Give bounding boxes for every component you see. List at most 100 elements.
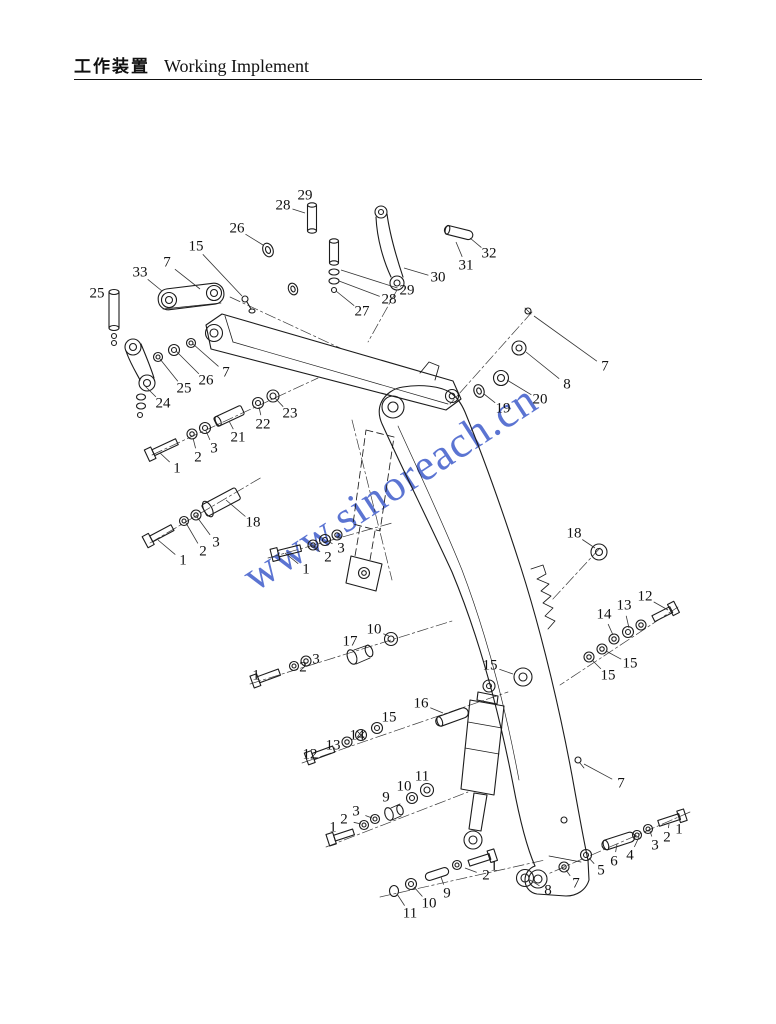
part-callout-3: 3: [212, 534, 220, 551]
part-callout-11: 11: [414, 768, 430, 785]
grease-fitting-15: [241, 295, 256, 314]
phantom-cylinder: [352, 429, 395, 561]
washer-row-left: [152, 337, 197, 363]
part-callout-3: 3: [337, 540, 345, 557]
part-callout-31: 31: [458, 257, 474, 274]
part-callout-3: 3: [210, 440, 218, 457]
part-callout-1: 1: [252, 667, 260, 684]
part-callout-1: 1: [302, 561, 310, 578]
ring-26: [262, 242, 274, 258]
part-callout-20: 20: [532, 391, 548, 408]
part-callout-15: 15: [600, 667, 616, 684]
title-divider: [74, 79, 702, 80]
part-callout-3: 3: [312, 651, 320, 668]
part-callout-2: 2: [194, 449, 202, 466]
part-callout-7: 7: [163, 254, 171, 271]
part-callout-10: 10: [421, 895, 437, 912]
part-callout-5: 5: [597, 862, 605, 879]
page-title-zh: 工作装置: [74, 57, 150, 77]
part-callout-14: 14: [596, 606, 612, 623]
washer-18: [590, 543, 608, 561]
part-callout-6: 6: [610, 853, 618, 870]
cylinder-bracket: [345, 555, 383, 592]
ring-20: [492, 369, 510, 387]
part-callout-9: 9: [382, 789, 390, 806]
part-callout-18: 18: [566, 525, 582, 542]
part-callout-10: 10: [396, 778, 412, 795]
part-callout-21: 21: [230, 429, 246, 446]
part-callout-13: 13: [325, 737, 341, 754]
part-callout-2: 2: [299, 659, 307, 676]
part-callout-7: 7: [617, 775, 625, 792]
bolt-group-b: [141, 487, 241, 549]
part-callout-23: 23: [282, 405, 298, 422]
part-callout-2: 2: [482, 867, 490, 884]
pin-top: [306, 202, 318, 234]
ring-mid-top: [287, 282, 299, 296]
part-callout-2: 2: [340, 811, 348, 828]
part-callout-15: 15: [188, 238, 204, 255]
side-link-24: [124, 338, 156, 419]
part-callout-2: 2: [663, 829, 671, 846]
bolt-group-g: [388, 848, 499, 898]
link-30: [374, 205, 405, 291]
part-callout-1: 1: [675, 821, 683, 838]
part-callout-25: 25: [176, 380, 192, 397]
part-callout-28: 28: [381, 291, 397, 308]
bolt-group-c: [269, 529, 343, 562]
bolt-group-a: [143, 389, 280, 462]
part-callout-1: 1: [173, 460, 181, 477]
part-callout-11: 11: [402, 905, 418, 922]
part-callout-15: 15: [381, 709, 397, 726]
pin-25: [108, 288, 120, 347]
part-callout-3: 3: [352, 803, 360, 820]
arm: [204, 313, 462, 411]
part-callout-24: 24: [155, 395, 171, 412]
part-callout-27: 27: [354, 303, 370, 320]
bushing-17: [346, 644, 374, 665]
part-callout-14: 14: [349, 727, 365, 744]
part-callout-7: 7: [572, 875, 580, 892]
ring-8: [511, 340, 527, 356]
bolt-group-d: [249, 631, 399, 689]
boom: [378, 385, 590, 897]
part-callout-1: 1: [490, 858, 498, 875]
part-callout-22: 22: [255, 416, 271, 433]
screw-7: [524, 307, 532, 315]
part-callout-3: 3: [651, 837, 659, 854]
part-callout-7: 7: [222, 364, 230, 381]
part-callout-7: 7: [601, 358, 609, 375]
part-callout-33: 33: [132, 264, 148, 281]
part-callout-28: 28: [275, 197, 291, 214]
part-callout-1: 1: [329, 819, 337, 836]
part-callout-30: 30: [430, 269, 446, 286]
page-title-en: Working Implement: [164, 56, 310, 76]
page-title: 工作装置 Working Implement: [74, 52, 702, 77]
bolt-group-h: [515, 808, 688, 888]
part-callout-13: 13: [616, 597, 632, 614]
part-callout-29: 29: [399, 282, 415, 299]
part-callout-26: 26: [198, 372, 214, 389]
part-callout-32: 32: [481, 245, 497, 262]
bolt-group-f: [325, 782, 435, 847]
top-link: [157, 282, 225, 311]
part-callout-8: 8: [544, 882, 552, 899]
part-callout-1: 1: [179, 552, 187, 569]
pin-31: [443, 224, 474, 241]
ring-19: [473, 384, 485, 398]
part-callout-12: 12: [637, 588, 653, 605]
part-callout-16: 16: [413, 695, 429, 712]
part-callout-25: 25: [89, 285, 105, 302]
part-callout-19: 19: [495, 400, 511, 417]
lock-washer-14: [354, 728, 368, 742]
part-callout-29: 29: [297, 187, 313, 204]
part-callout-15: 15: [482, 657, 498, 674]
part-callout-18: 18: [245, 514, 261, 531]
bolt-group-right: [583, 600, 680, 663]
part-callout-15: 15: [622, 655, 638, 672]
part-callout-17: 17: [342, 633, 358, 650]
